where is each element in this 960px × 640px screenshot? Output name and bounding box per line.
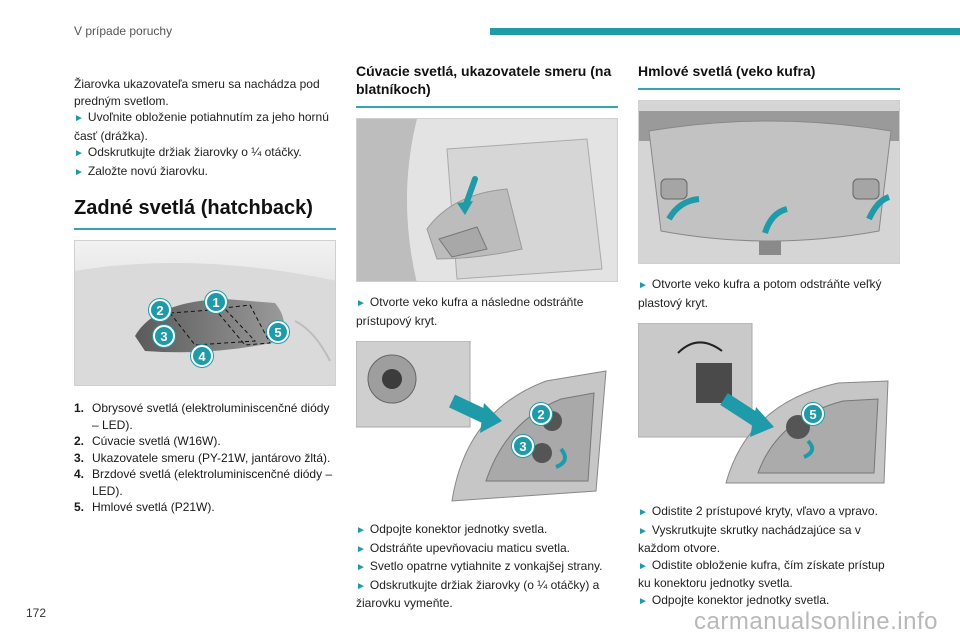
step: ►Odskrutkujte držiak žiarovky (o ¼ otáčk… <box>356 577 600 611</box>
arrow-icon: ► <box>356 580 366 592</box>
callout-5: 5 <box>802 403 824 425</box>
column-1: Žiarovka ukazovateľa smeru sa nachádza p… <box>74 62 336 516</box>
step: ►Otvorte veko kufra a následne odstráňte… <box>356 295 584 328</box>
step: ►Odpojte konektor jednotky svetla. <box>356 522 548 536</box>
arrow-icon: ► <box>638 280 648 291</box>
running-header: V prípade poruchy <box>74 24 173 38</box>
step: ►Otvorte veko kufra a potom odstráňte ve… <box>638 277 882 310</box>
arrow-icon: ► <box>356 525 366 536</box>
arrow-icon: ► <box>638 525 648 537</box>
arrow-icon: ► <box>74 148 84 159</box>
legend-item: 1.Obrysové svetlá (elektroluminiscenčné … <box>74 401 330 432</box>
step: ►Založte novú žiarovku. <box>74 163 208 178</box>
section-heading-fog-lights: Hmlové svetlá (veko kufra) <box>638 63 816 79</box>
bulb-legend: 1.Obrysové svetlá (elektroluminiscenčné … <box>74 400 336 516</box>
lamp-unit-illustration: 2 3 <box>356 341 618 507</box>
step: ►Svetlo opatrne vytiahnite z vonkajšej s… <box>356 559 603 573</box>
arrow-icon: ► <box>638 507 648 518</box>
arrow-icon: ► <box>356 562 366 573</box>
rear-light-illustration: 1 2 3 4 5 <box>74 240 336 386</box>
step: ►Odstráňte upevňovaciu maticu svetla. <box>356 540 571 555</box>
section-divider <box>638 88 900 90</box>
tailgate-cover-illustration <box>638 100 900 264</box>
intro-text: Žiarovka ukazovateľa smeru sa nachádza p… <box>74 77 320 108</box>
trunk-access-cover-illustration <box>356 118 618 282</box>
callout-2: 2 <box>149 299 171 321</box>
callout-2: 2 <box>530 403 552 425</box>
callout-3: 3 <box>512 435 534 457</box>
arrow-icon: ► <box>638 560 648 572</box>
section-heading-reversing-lights: Cúvacie svetlá, ukazovatele smeru (na bl… <box>356 63 612 97</box>
arrow-icon: ► <box>74 166 84 178</box>
step: ►Odpojte konektor jednotky svetla. <box>638 592 830 607</box>
section-divider <box>356 106 618 108</box>
watermark: carmanualsonline.info <box>694 608 938 635</box>
header-accent-bar <box>490 28 960 35</box>
step: ►Odskrutkujte držiak žiarovky o ¼ otáčky… <box>74 145 302 159</box>
fog-lamp-unit-illustration: 5 <box>638 323 900 489</box>
page-number: 172 <box>26 606 47 620</box>
callout-3: 3 <box>153 325 175 347</box>
column-3: Hmlové svetlá (veko kufra) ►Otvorte veko… <box>638 62 900 610</box>
step: ►Odistite 2 prístupové kryty, vľavo a vp… <box>638 504 878 518</box>
fog-lamp-removal-drawing <box>638 323 889 484</box>
step: ►Vyskrutkujte skrutky nachádzajúce sa v … <box>638 522 861 556</box>
callout-5: 5 <box>267 321 289 343</box>
column-2: Cúvacie svetlá, ukazovatele smeru (na bl… <box>356 62 618 612</box>
tailgate-drawing <box>639 101 899 263</box>
callout-1: 1 <box>205 291 227 313</box>
step: ►Uvoľnite obloženie potiahnutím za jeho … <box>74 110 329 143</box>
section-divider <box>74 228 336 230</box>
arrow-icon: ► <box>74 113 84 124</box>
arrow-icon: ► <box>356 298 366 309</box>
lamp-removal-drawing <box>356 341 607 502</box>
legend-item: 3.Ukazovatele smeru (PY-21W, jantárovo ž… <box>74 450 331 465</box>
step: ►Odistite obloženie kufra, čím získate p… <box>638 557 885 591</box>
arrow-icon: ► <box>356 543 366 555</box>
legend-item: 5.Hmlové svetlá (P21W). <box>74 500 215 514</box>
arrow-icon: ► <box>638 595 648 607</box>
legend-item: 2.Cúvacie svetlá (W16W). <box>74 434 221 448</box>
section-heading-rear-lights: Zadné svetlá (hatchback) <box>74 197 313 219</box>
callout-4: 4 <box>191 345 213 367</box>
car-rear-drawing <box>75 241 335 385</box>
legend-item: 4.Brzdové svetlá (elektroluminiscenčné d… <box>74 467 333 498</box>
trunk-interior-drawing <box>357 119 617 281</box>
